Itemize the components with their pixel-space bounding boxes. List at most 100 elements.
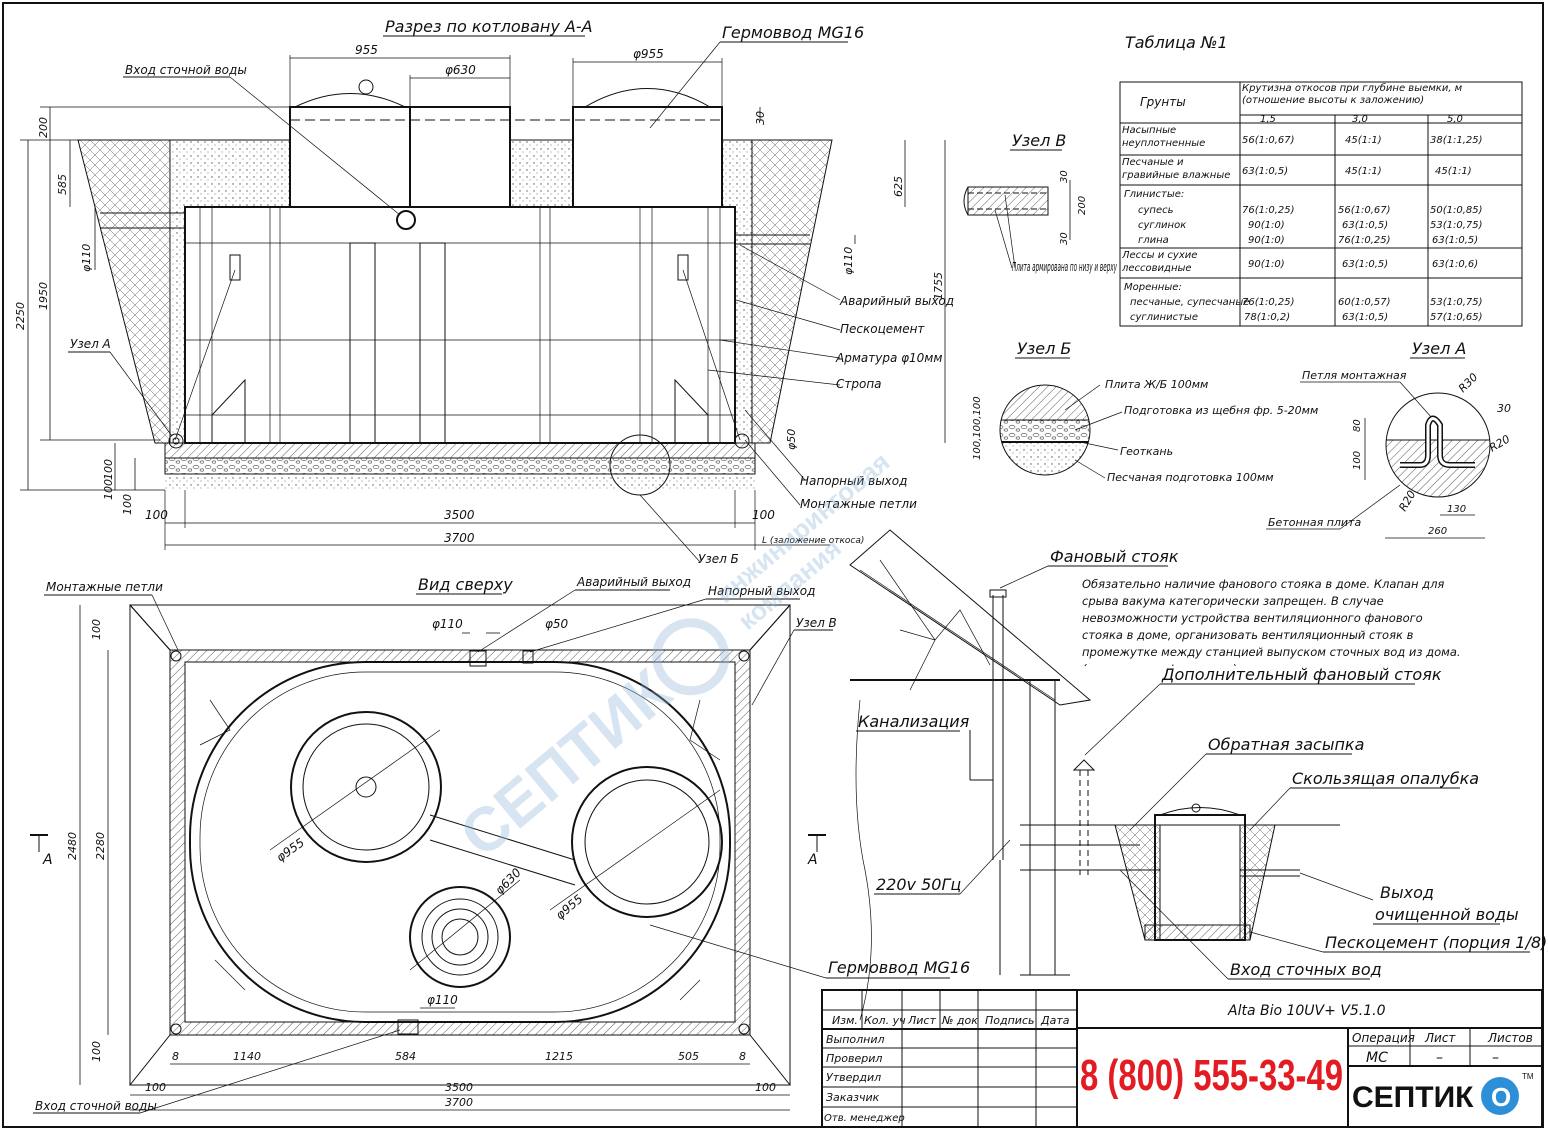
svg-text:φ110: φ110 bbox=[80, 244, 93, 272]
svg-text:φ50: φ50 bbox=[785, 429, 798, 450]
svg-text:Обратная засыпка: Обратная засыпка bbox=[1208, 735, 1364, 754]
svg-text:45(1:1): 45(1:1) bbox=[1345, 135, 1382, 146]
svg-text:625: 625 bbox=[892, 176, 905, 197]
svg-text:Листов: Листов bbox=[1487, 1031, 1533, 1045]
svg-text:1215: 1215 bbox=[545, 1050, 573, 1063]
svg-text:Дополнительный фановый стояк: Дополнительный фановый стояк bbox=[1161, 665, 1442, 684]
svg-text:130: 130 bbox=[1447, 504, 1466, 515]
svg-text:R30: R30 bbox=[1456, 371, 1480, 395]
svg-text:1950: 1950 bbox=[37, 282, 50, 310]
svg-text:песчаные, супесчаные: песчаные, супесчаные bbox=[1130, 297, 1249, 308]
logo-text: СЕПТИК bbox=[1352, 1081, 1474, 1114]
svg-text:О: О bbox=[1491, 1082, 1511, 1112]
uzel-a-label: Узел А bbox=[70, 337, 111, 351]
svg-text:Пескоцемент: Пескоцемент bbox=[840, 322, 925, 336]
svg-text:Плита армирована по низу и вер: Плита армирована по низу и верху bbox=[1012, 260, 1117, 274]
svg-text:57(1:0,65): 57(1:0,65) bbox=[1430, 312, 1483, 323]
svg-text:Проверил: Проверил bbox=[826, 1052, 882, 1065]
svg-text:Выход: Выход bbox=[1380, 883, 1434, 902]
svg-text:Моренные:: Моренные: bbox=[1124, 282, 1182, 293]
svg-text:Петля монтажная: Петля монтажная bbox=[1302, 369, 1407, 382]
top-view: Вид сверху Монтажные петли Аварийный вых… bbox=[30, 575, 970, 1114]
svg-text:Бетонная плита: Бетонная плита bbox=[1268, 516, 1361, 529]
svg-text:φ110: φ110 bbox=[432, 617, 463, 631]
svg-text:φ110: φ110 bbox=[427, 993, 458, 1007]
svg-text:Аварийный выход: Аварийный выход bbox=[576, 575, 691, 589]
svg-text:супесь: супесь bbox=[1138, 205, 1174, 216]
svg-text:100: 100 bbox=[121, 494, 134, 515]
svg-text:260: 260 bbox=[1428, 526, 1447, 537]
svg-text:Лист: Лист bbox=[907, 1014, 936, 1027]
germovvod-label: Гермоввод MG16 bbox=[722, 23, 864, 42]
inlet-label: Вход сточной воды bbox=[125, 63, 247, 77]
svg-text:78(1:0,2): 78(1:0,2) bbox=[1244, 312, 1290, 323]
svg-text:1,5: 1,5 bbox=[1260, 114, 1276, 125]
svg-text:2250: 2250 bbox=[14, 302, 27, 330]
chamber-955-left bbox=[290, 711, 442, 863]
svg-text:56(1:0,67): 56(1:0,67) bbox=[1242, 135, 1295, 146]
svg-text:R20: R20 bbox=[1487, 433, 1512, 455]
svg-text:100: 100 bbox=[145, 508, 168, 522]
svg-text:76(1:0,25): 76(1:0,25) bbox=[1242, 297, 1295, 308]
right-slope-soil bbox=[751, 139, 833, 444]
svg-text:Лист: Лист bbox=[1424, 1031, 1456, 1045]
svg-text:Стропа: Стропа bbox=[836, 377, 882, 391]
svg-text:585: 585 bbox=[56, 174, 69, 195]
svg-text:Подготовка из щебня фр. 5-20мм: Подготовка из щебня фр. 5-20мм bbox=[1124, 404, 1318, 417]
svg-text:1140: 1140 bbox=[233, 1050, 261, 1063]
svg-text:100: 100 bbox=[752, 508, 775, 522]
svg-text:63(1:0,6): 63(1:0,6) bbox=[1432, 259, 1478, 270]
svg-text:3700: 3700 bbox=[444, 531, 475, 545]
svg-text:Утвердил: Утвердил bbox=[826, 1071, 881, 1084]
svg-text:63(1:0,5): 63(1:0,5) bbox=[1242, 166, 1288, 177]
svg-text:100: 100 bbox=[90, 619, 103, 640]
svg-text:Отв. менеджер: Отв. менеджер bbox=[824, 1113, 905, 1124]
svg-text:Напорный выход: Напорный выход bbox=[708, 584, 815, 598]
svg-text:100: 100 bbox=[755, 1081, 776, 1094]
svg-text:L (заложение откоса): L (заложение откоса) bbox=[762, 536, 864, 546]
chamber-955-right bbox=[571, 766, 723, 918]
svg-text:3,0: 3,0 bbox=[1352, 114, 1368, 125]
svg-text:Вход сточных вод: Вход сточных вод bbox=[1230, 960, 1382, 979]
section-view: Разрез по котловану А-А Гермоввод MG16 В… bbox=[14, 17, 954, 566]
svg-text:90(1:0): 90(1:0) bbox=[1248, 259, 1285, 270]
svg-text:Геоткань: Геоткань bbox=[1120, 445, 1173, 458]
svg-text:90(1:0): 90(1:0) bbox=[1248, 235, 1285, 246]
svg-text:Гермоввод MG16: Гермоввод MG16 bbox=[828, 958, 970, 977]
svg-text:2480: 2480 bbox=[66, 832, 79, 860]
svg-text:Вид сверху: Вид сверху bbox=[418, 575, 513, 594]
svg-text:200: 200 bbox=[37, 117, 50, 138]
svg-text:Канализация: Канализация bbox=[858, 712, 970, 731]
logo-o-icon bbox=[1481, 1077, 1519, 1115]
svg-text:100: 100 bbox=[90, 1041, 103, 1062]
svg-text:63(1:0,5): 63(1:0,5) bbox=[1342, 220, 1388, 231]
svg-text:глина: глина bbox=[1138, 235, 1169, 246]
svg-text:100,100,100: 100,100,100 bbox=[972, 396, 983, 460]
svg-text:Монтажные петли: Монтажные петли bbox=[800, 497, 917, 511]
table-title: Таблица №1 bbox=[1125, 33, 1228, 52]
svg-text:53(1:0,75): 53(1:0,75) bbox=[1430, 220, 1483, 231]
svg-text:38(1:1,25): 38(1:1,25) bbox=[1430, 135, 1483, 146]
svg-text:Скользящая опалубка: Скользящая опалубка bbox=[1292, 769, 1479, 788]
inlet-pipe bbox=[396, 210, 416, 230]
svg-text:Дата: Дата bbox=[1040, 1014, 1070, 1027]
svg-text:3500: 3500 bbox=[445, 1081, 473, 1094]
svg-text:584: 584 bbox=[395, 1050, 416, 1063]
detail-uzel-a: Узел А Петля монтажная R30 30 R20 R20 80… bbox=[1266, 339, 1512, 539]
svg-text:5,0: 5,0 bbox=[1447, 114, 1463, 125]
svg-text:φ955: φ955 bbox=[633, 47, 664, 61]
svg-text:№ док: № док bbox=[941, 1014, 978, 1027]
svg-text:76(1:0,25): 76(1:0,25) bbox=[1338, 235, 1391, 246]
svg-text:53(1:0,75): 53(1:0,75) bbox=[1430, 297, 1483, 308]
svg-text:955: 955 bbox=[355, 43, 378, 57]
svg-text:63(1:0,5): 63(1:0,5) bbox=[1342, 312, 1388, 323]
svg-text:Напорный выход: Напорный выход bbox=[800, 474, 907, 488]
svg-text:200: 200 bbox=[1077, 196, 1088, 215]
svg-text:60(1:0,57): 60(1:0,57) bbox=[1338, 297, 1391, 308]
svg-text:100: 100 bbox=[102, 479, 115, 500]
soil-slope-table: Таблица №1 Грунты Крутизна откосов при г… bbox=[1119, 33, 1523, 327]
svg-text:220v 50Гц: 220v 50Гц bbox=[876, 875, 961, 894]
svg-text:100: 100 bbox=[145, 1081, 166, 1094]
svg-text:50(1:0,85): 50(1:0,85) bbox=[1430, 205, 1483, 216]
detail-uzel-b: Узел Б 100,100,100 Плита Ж/Б 100мм Подго… bbox=[972, 339, 1318, 484]
